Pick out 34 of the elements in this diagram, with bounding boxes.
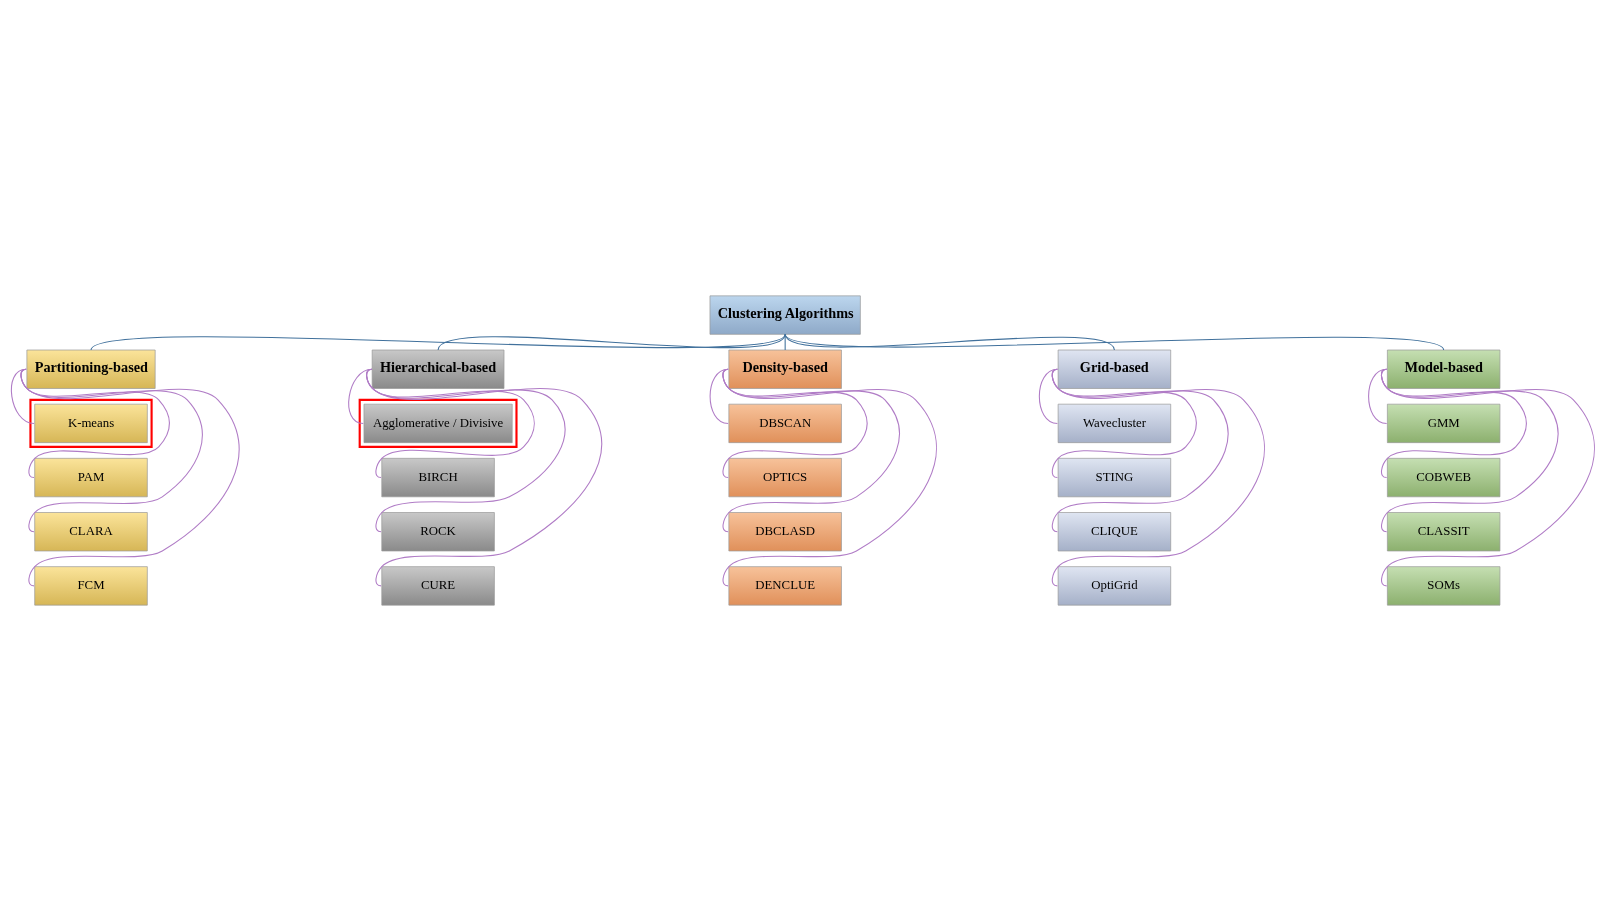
connector — [366, 368, 603, 587]
node-box: Agglomerative / Divisive — [363, 403, 513, 443]
connector — [709, 368, 729, 424]
node-box: STING — [1057, 458, 1172, 498]
connector — [10, 368, 35, 424]
node-box: PAM — [34, 458, 148, 498]
node-box: K-means — [34, 403, 148, 443]
node-box: Wavecluster — [1057, 403, 1172, 443]
node-box: OPTICS — [728, 458, 842, 498]
node-box: COBWEB — [1387, 458, 1501, 498]
node-box: CLARA — [34, 512, 148, 552]
node-box: BIRCH — [381, 458, 495, 498]
connector — [1051, 368, 1265, 587]
node-box: Model-based — [1387, 349, 1501, 389]
node-box: OptiGrid — [1057, 566, 1172, 606]
node-box: DBCLASD — [728, 512, 842, 552]
node-box: SOMs — [1387, 566, 1501, 606]
node-box: DENCLUE — [728, 566, 842, 606]
connector — [1368, 368, 1388, 424]
node-box: Hierarchical-based — [371, 349, 505, 389]
node-box: GMM — [1387, 403, 1501, 443]
node-box: ROCK — [381, 512, 495, 552]
node-box: Partitioning-based — [26, 349, 156, 389]
node-box: Grid-based — [1057, 349, 1172, 389]
node-box: CURE — [381, 566, 495, 606]
connector — [1380, 368, 1595, 587]
connector — [20, 368, 240, 587]
node-box: Clustering Algorithms — [709, 295, 861, 335]
node-box: Density-based — [728, 349, 842, 389]
node-box: CLASSIT — [1387, 512, 1501, 552]
node-box: DBSCAN — [728, 403, 842, 443]
connector — [1038, 368, 1058, 424]
node-box: FCM — [34, 566, 148, 606]
node-box: CLIQUE — [1057, 512, 1172, 552]
